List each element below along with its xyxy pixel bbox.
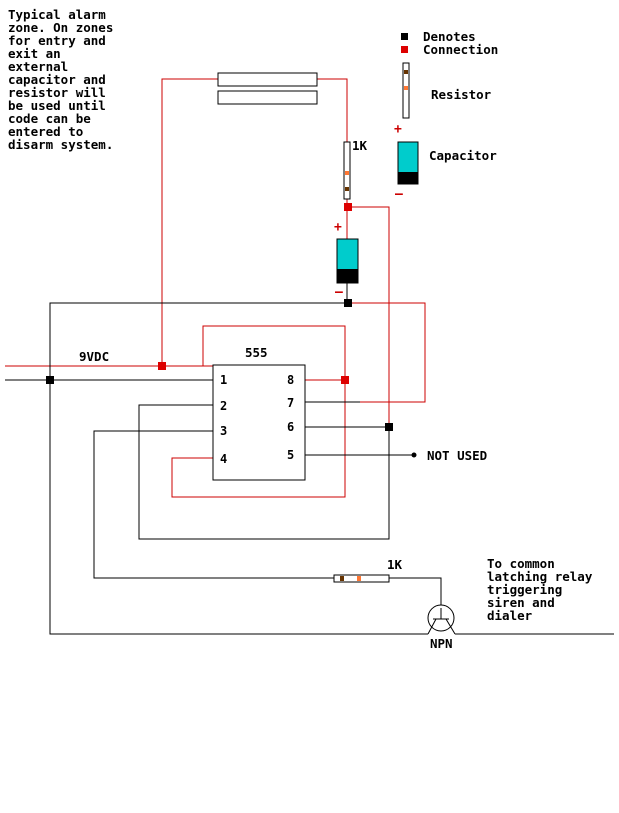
description-line: exit an <box>8 46 61 61</box>
black-wire <box>389 577 442 608</box>
description-line: for entry and <box>8 33 106 48</box>
description-line: capacitor and <box>8 72 106 87</box>
legend-resistor-symbol <box>402 62 410 119</box>
output-note-line: dialer <box>487 608 533 623</box>
black-wire <box>49 302 428 635</box>
ic-pin-4: 4 <box>220 452 227 466</box>
pin5-terminal-dot <box>411 452 417 458</box>
ic-pin-8: 8 <box>287 373 294 387</box>
resistor-band <box>345 187 349 191</box>
output-note-line: siren and <box>487 595 555 610</box>
ic-pin-1: 1 <box>220 373 227 387</box>
output-note-line: latching relay <box>487 569 593 584</box>
black-junction <box>46 376 54 384</box>
ic-pin-2: 2 <box>220 399 227 413</box>
capacitor-body <box>337 239 358 270</box>
resistor-band <box>345 171 349 175</box>
legend-resistor-band <box>404 86 408 90</box>
capacitor-plus: + <box>334 220 342 235</box>
resistor-1k-top-label: 1K <box>352 138 368 153</box>
red-junction <box>344 203 352 211</box>
resistor-band <box>357 576 361 581</box>
legend-capacitor-outline <box>397 141 419 185</box>
capacitor-outline <box>336 238 359 284</box>
junctions <box>46 203 393 431</box>
output-note: To common latching relay triggering sire… <box>487 556 593 623</box>
npn-label: NPN <box>430 636 453 651</box>
ic-pin-6: 6 <box>287 420 294 434</box>
legend-resistor-label: Resistor <box>431 87 492 102</box>
zone-resistor-bottom <box>217 90 318 105</box>
legend-capacitor-band <box>398 172 418 184</box>
legend-capacitor-body <box>398 142 418 173</box>
ic-pin-3: 3 <box>220 424 227 438</box>
legend-capacitor-minus: – <box>395 187 403 202</box>
capacitor-band <box>337 269 358 283</box>
zone-resistor-top <box>217 72 318 87</box>
legend-black-junction-swatch <box>401 33 408 40</box>
ic-555-label: 555 <box>245 345 268 360</box>
ic-555-body <box>212 364 306 481</box>
description-line: entered to <box>8 124 83 139</box>
red-wire <box>347 302 426 403</box>
description-note: Typical alarm zone. On zones for entry a… <box>8 7 113 152</box>
description-line: resistor will <box>8 85 106 100</box>
not-used-label: NOT USED <box>427 448 487 463</box>
black-junction <box>385 423 393 431</box>
black-junction <box>344 299 352 307</box>
black-wiring <box>5 283 614 635</box>
description-line: code can be <box>8 111 91 126</box>
red-junction <box>158 362 166 370</box>
legend-capacitor-label: Capacitor <box>429 148 497 163</box>
red-junction <box>341 376 349 384</box>
legend: Denotes Connection Resistor + – Capacito… <box>394 29 498 202</box>
red-wire <box>317 78 348 142</box>
resistor-1k-vertical <box>343 141 351 200</box>
legend-red-junction-swatch <box>401 46 408 53</box>
supply-label: 9VDC <box>79 349 109 364</box>
description-line: zone. On zones <box>8 20 113 35</box>
legend-connection-label: Connection <box>423 42 498 57</box>
resistor-1k-bottom-label: 1K <box>387 557 403 572</box>
red-wire <box>161 78 218 366</box>
description-line: Typical alarm <box>8 7 106 22</box>
legend-denotes-label: Denotes <box>423 29 476 44</box>
red-wire <box>171 325 346 498</box>
description-line: external <box>8 59 68 74</box>
legend-resistor-band <box>404 70 408 74</box>
npn-transistor-symbol <box>427 604 456 635</box>
output-note-line: To common <box>487 556 555 571</box>
black-wire <box>138 404 390 540</box>
description-line: be used until <box>8 98 106 113</box>
resistor-band <box>340 576 344 581</box>
red-wiring <box>5 78 426 498</box>
resistor-1k-base <box>333 574 390 583</box>
output-note-line: triggering <box>487 582 562 597</box>
red-wire <box>347 206 390 427</box>
description-line: disarm system. <box>8 137 113 152</box>
ic-pin-7: 7 <box>287 396 294 410</box>
legend-capacitor-plus: + <box>394 122 402 137</box>
ic-pin-5: 5 <box>287 448 294 462</box>
black-wire <box>93 430 334 579</box>
capacitor-minus: – <box>335 285 343 300</box>
